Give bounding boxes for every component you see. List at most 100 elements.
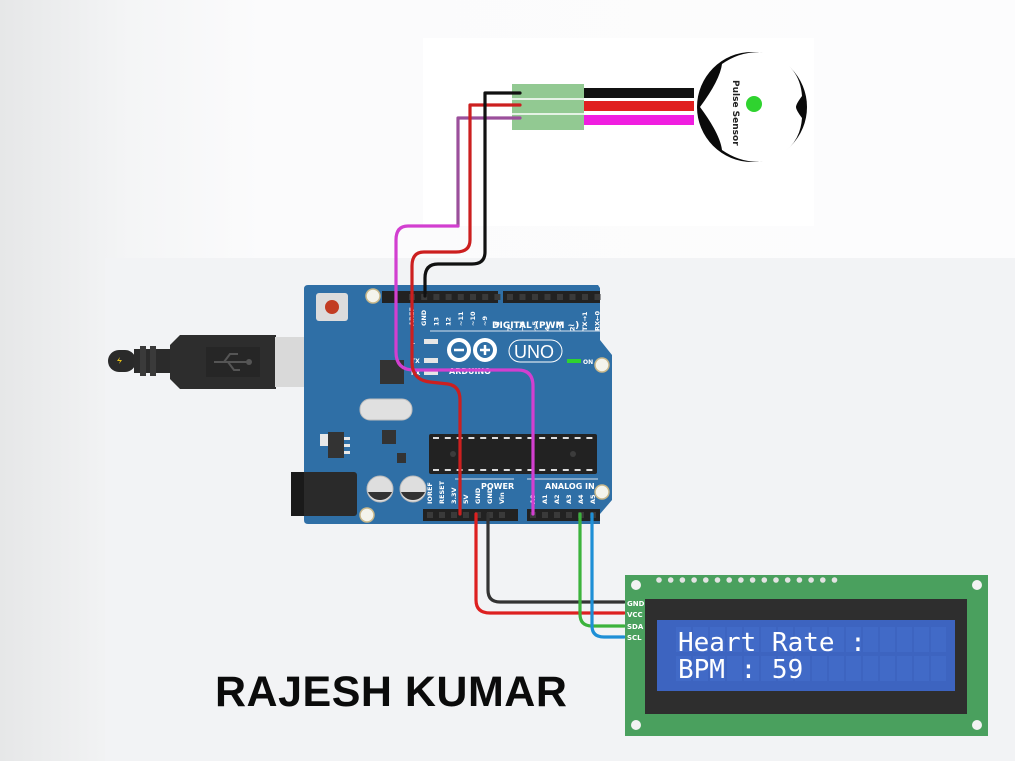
- on-led: [567, 359, 581, 363]
- led-label-tx: TX: [411, 358, 420, 365]
- digital-pin-socket[interactable]: [544, 294, 551, 300]
- capacitor: [399, 475, 427, 503]
- power-header: [423, 509, 518, 521]
- digital-pin-socket[interactable]: [582, 294, 588, 300]
- wire-lcd-scl[interactable]: [590, 512, 626, 639]
- power-pin-label: GND: [486, 487, 494, 504]
- sensor-lead-magenta: [584, 115, 694, 125]
- digital-pin-label: ~11: [457, 311, 465, 326]
- on-label: ON: [583, 359, 593, 366]
- power-pin-socket[interactable]: [463, 512, 469, 518]
- digital-pin-label: 7: [506, 326, 514, 331]
- lcd-pin-gnd: GND: [627, 600, 645, 608]
- analog-pin-socket[interactable]: [554, 512, 560, 518]
- power-pin-label: 5V: [462, 494, 470, 504]
- analog-in-label: ANALOG IN: [545, 482, 595, 491]
- lcd-header-pin: [667, 577, 674, 583]
- crystal-oscillator: [359, 398, 413, 421]
- digital-pin-socket[interactable]: [532, 294, 538, 300]
- usb-cable-tail: [108, 350, 136, 372]
- lcd-header-pin: [796, 577, 803, 583]
- lcd-header-pin: [703, 577, 709, 583]
- digital-pin-socket[interactable]: [470, 294, 476, 300]
- digital-pin-label: ~6: [519, 321, 527, 331]
- author-caption: RAJESH KUMAR: [215, 668, 568, 716]
- lcd-header-pin: [738, 577, 744, 583]
- analog-pin-socket[interactable]: [566, 512, 572, 518]
- uno-badge: [508, 339, 563, 363]
- analog-pin-socket[interactable]: [542, 512, 548, 518]
- power-pin-socket[interactable]: [427, 512, 433, 518]
- analog-pin-label: A2: [553, 494, 561, 504]
- power-pin-socket[interactable]: [439, 512, 445, 518]
- lcd-header-pin: [808, 577, 814, 583]
- digital-pin-socket[interactable]: [457, 294, 464, 300]
- power-pin-label: 3.3V: [450, 487, 458, 504]
- capacitor: [366, 475, 394, 503]
- lcd-header-pin: [831, 577, 838, 583]
- sensor-lead-red: [584, 101, 694, 111]
- voltage-regulator: [328, 432, 344, 458]
- sensor-lead-black: [584, 88, 694, 98]
- pulse-sensor[interactable]: Pulse Sensor: [512, 52, 807, 162]
- digital-pin-socket[interactable]: [594, 294, 601, 300]
- analog-pin-label: A5: [589, 494, 597, 504]
- analog-pin-label: A3: [565, 494, 573, 504]
- digital-pin-label: RX←0: [594, 311, 602, 331]
- digital-pin-socket[interactable]: [433, 294, 440, 300]
- power-pin-socket[interactable]: [487, 512, 493, 518]
- wire-lcd-gnd[interactable]: [486, 512, 626, 604]
- lcd-16x2-display[interactable]: Heart Rate : BPM : 59 GND VCC SDA SCL: [625, 575, 988, 736]
- digital-pin-label: ~9: [481, 316, 489, 326]
- power-pin-socket[interactable]: [475, 512, 481, 518]
- lcd-header-pin: [656, 577, 662, 583]
- digital-header-left: [382, 291, 498, 303]
- digital-pin-socket[interactable]: [482, 294, 489, 300]
- wire-sensor-signal[interactable]: [394, 224, 535, 516]
- led-rx: [424, 370, 438, 375]
- digital-pin-socket[interactable]: [519, 294, 526, 300]
- power-label: POWER: [481, 482, 514, 491]
- lcd-header-pin: [714, 577, 721, 583]
- arduino-infinity-logo: [447, 338, 497, 362]
- sensor-led-icon: [746, 96, 762, 112]
- lcd-header-pin: [761, 577, 768, 583]
- mounting-hole: [359, 507, 375, 523]
- power-pin-label: GND: [474, 487, 482, 504]
- power-pin-socket[interactable]: [451, 512, 457, 518]
- lcd-header-pin: [691, 577, 697, 583]
- lcd-header-pin: [749, 577, 756, 583]
- lcd-header-pin: [773, 577, 779, 583]
- sensor-label: Pulse Sensor: [730, 80, 740, 146]
- digital-pin-socket[interactable]: [507, 294, 513, 300]
- mounting-hole: [594, 357, 610, 373]
- digital-pin-socket[interactable]: [569, 294, 576, 300]
- digital-pin-socket[interactable]: [445, 294, 452, 300]
- wire-sensor-gnd[interactable]: [423, 91, 522, 298]
- lcd-line-2: BPM : 59: [678, 655, 803, 685]
- digital-pin-socket[interactable]: [557, 294, 563, 300]
- lcd-pin-sda: SDA: [627, 623, 644, 631]
- power-pin-socket[interactable]: [499, 512, 505, 518]
- power-jack: [291, 472, 357, 516]
- lcd-header-pin: [784, 577, 791, 583]
- small-ic: [382, 430, 396, 444]
- digital-header-right: [503, 291, 600, 303]
- mounting-hole: [365, 288, 381, 304]
- digital-pin-socket[interactable]: [494, 294, 501, 300]
- digital-pin-label: 8: [493, 321, 501, 326]
- digital-pin-label: 13: [432, 317, 440, 326]
- lcd-header-pin: [679, 577, 686, 583]
- reset-button-cap[interactable]: [325, 300, 339, 314]
- digital-pin-label: 12: [445, 317, 453, 326]
- lcd-line-1: Heart Rate :: [678, 628, 866, 658]
- wire-lcd-vcc[interactable]: [474, 512, 626, 615]
- wire-sensor-vcc[interactable]: [410, 103, 522, 516]
- lcd-pin-vcc: VCC: [627, 611, 643, 619]
- digital-header-label: DIGITAL (PWM ~): [492, 321, 579, 331]
- wire-sensor-signal-upper[interactable]: [456, 116, 522, 228]
- digital-pin-label: ~3: [556, 321, 564, 331]
- analog-header: [527, 509, 600, 521]
